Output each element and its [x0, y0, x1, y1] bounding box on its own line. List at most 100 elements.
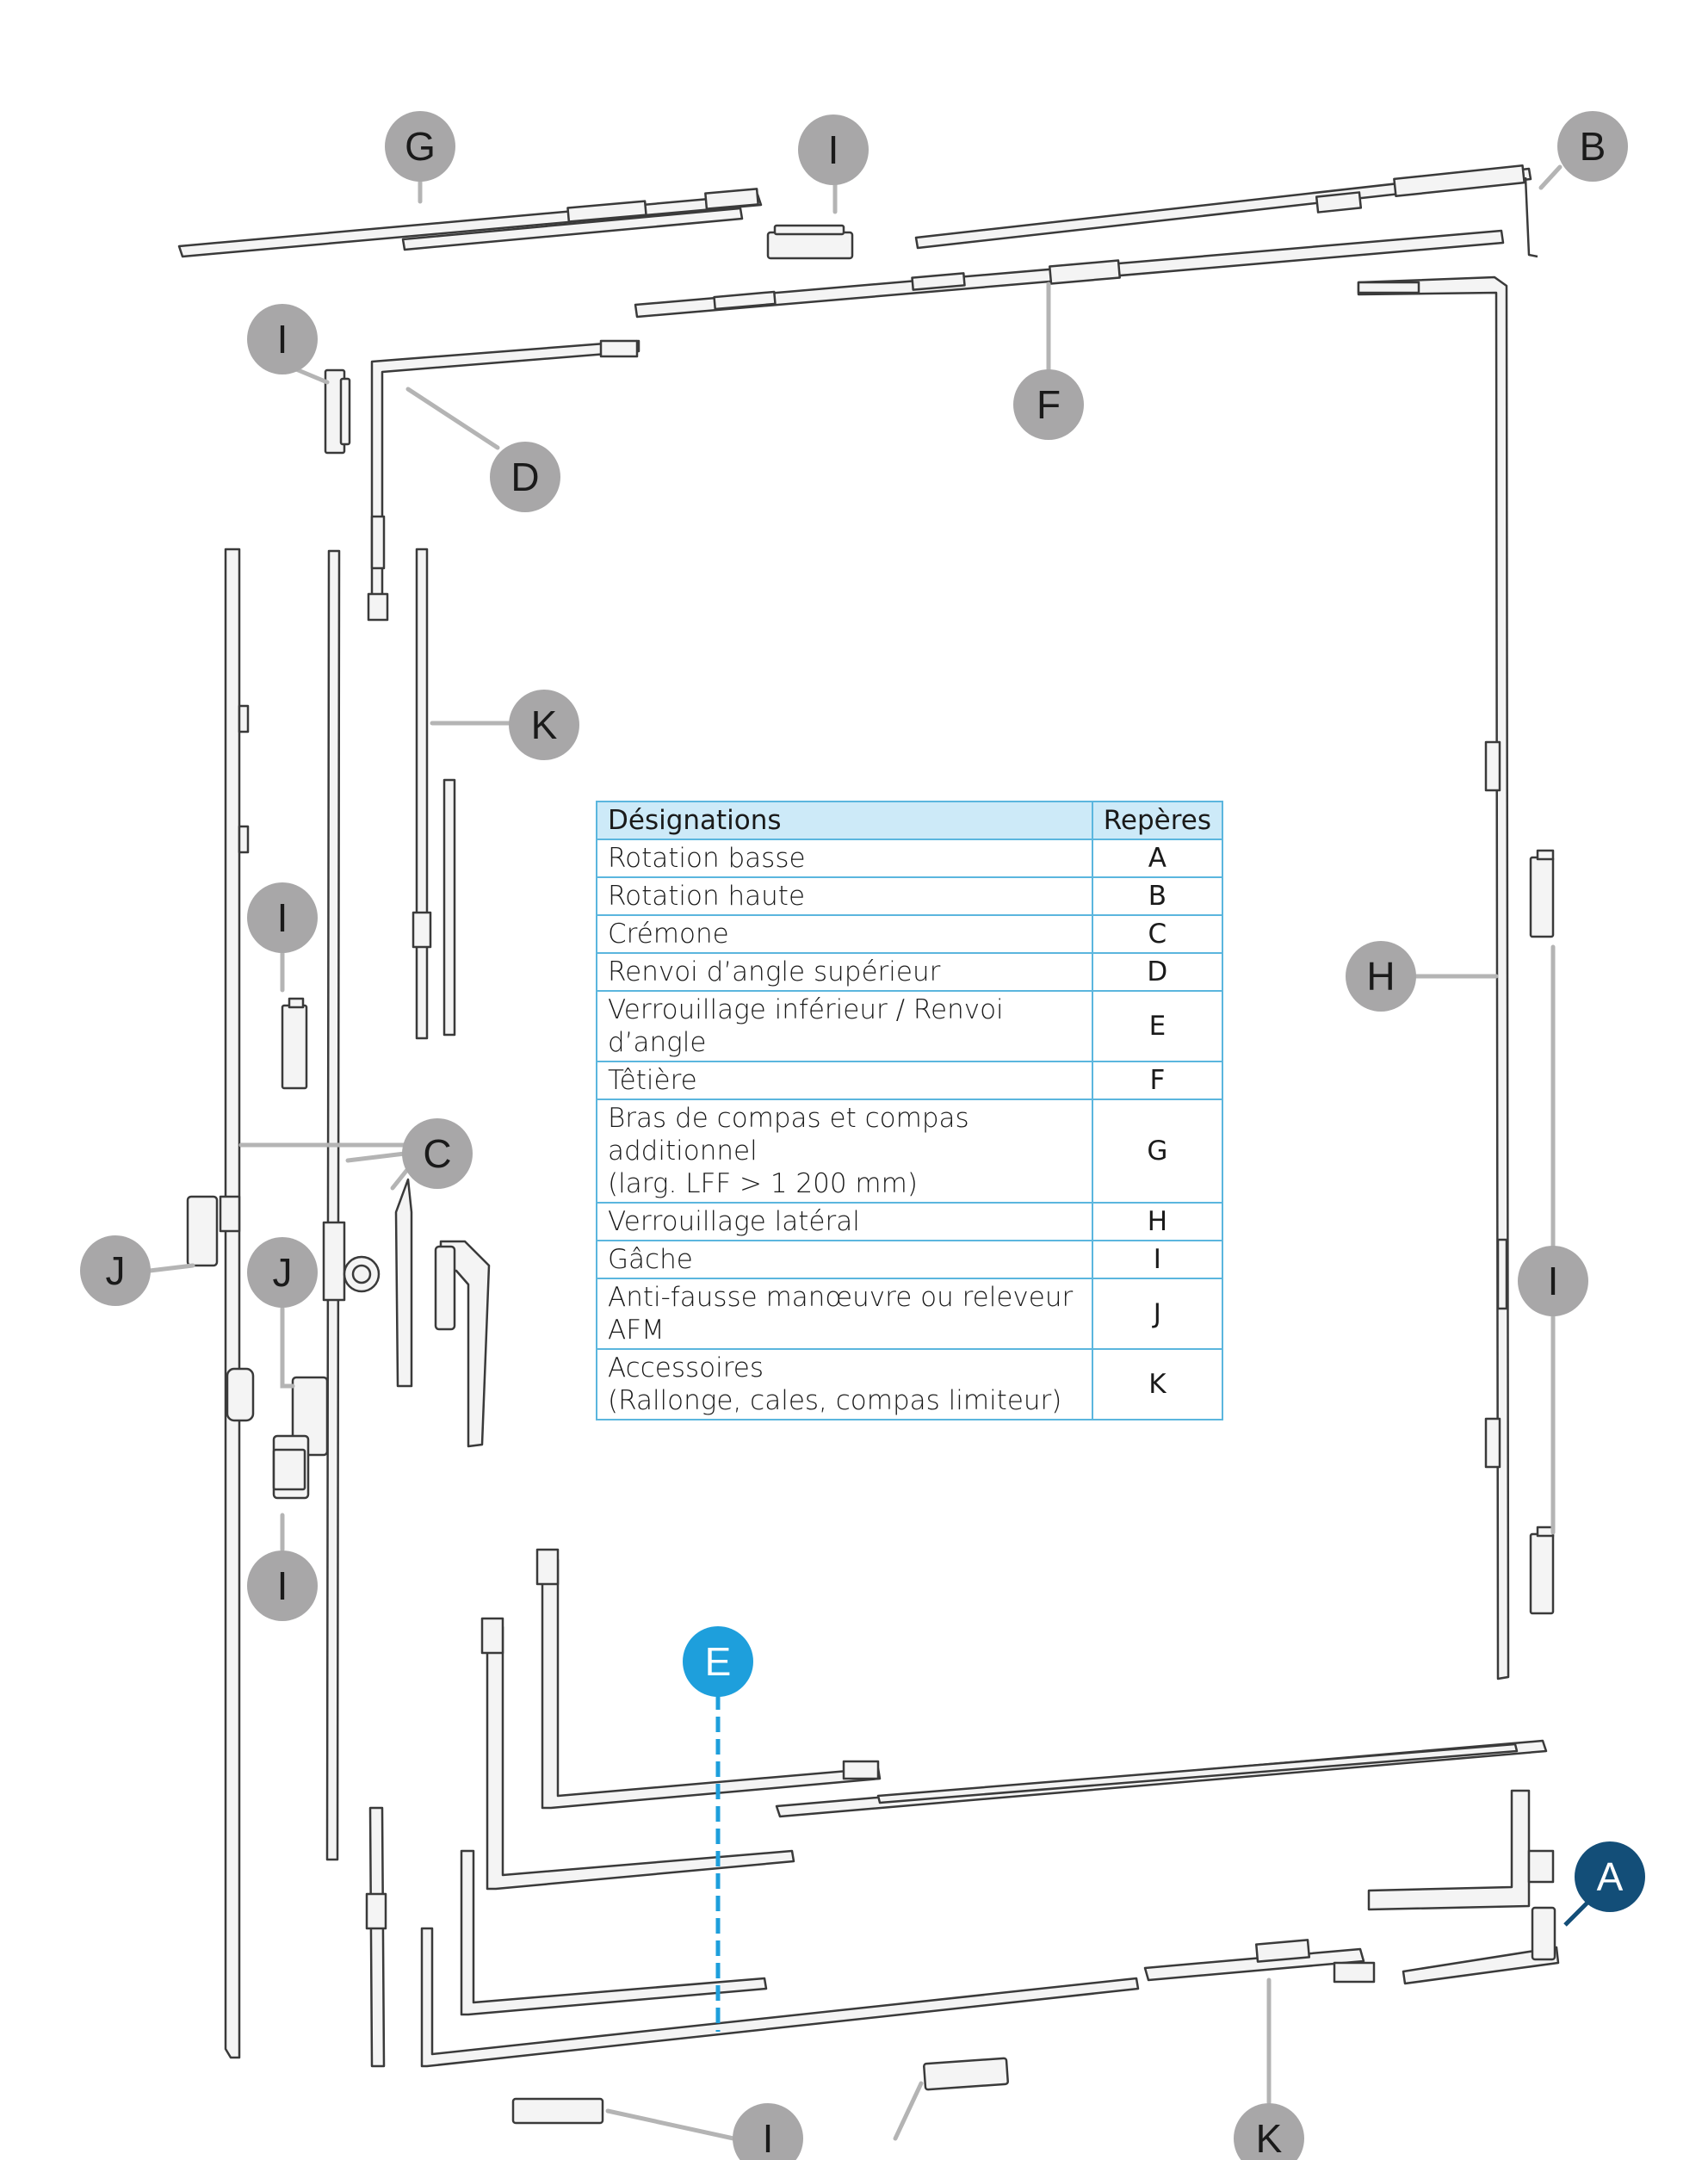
- svg-text:I: I: [828, 127, 839, 172]
- svg-text:I: I: [763, 2116, 774, 2160]
- striker-part-left-top: [324, 368, 351, 455]
- espagnolette-handle-plate: [394, 1178, 413, 1388]
- striker-part-right-bottom: [1529, 1526, 1555, 1615]
- legend-designation: Anti-fausse manœuvre ou releveur AFM: [596, 1278, 1093, 1350]
- callout-f: F: [1013, 369, 1084, 440]
- legend-designation: Verrouillage inférieur / Renvoi d’angle: [596, 990, 1093, 1062]
- svg-text:G: G: [405, 124, 436, 169]
- legend-table-container: Désignations Repères Rotation basse A Ro…: [596, 801, 1224, 1420]
- bottom-corner-drive-4: [420, 1927, 1140, 2068]
- legend-code: D: [1091, 952, 1224, 992]
- striker-part-bottom-left: [511, 2097, 604, 2125]
- table-row: Bras de compas et compas additionnel (la…: [596, 1099, 1224, 1204]
- bottom-corner-drive-2: [480, 1617, 795, 1891]
- legend-header-row: Désignations Repères: [596, 801, 1224, 840]
- callout-d: D: [490, 442, 560, 512]
- svg-text:K: K: [1256, 2116, 1283, 2160]
- callout-i-right: I: [1518, 1246, 1588, 1316]
- callout-j-left: J: [80, 1235, 151, 1306]
- anti-misoperation-part-left: [186, 1195, 219, 1267]
- legend-table: Désignations Repères Rotation basse A Ro…: [596, 801, 1224, 1420]
- striker-part-top: [766, 224, 854, 260]
- callout-i-top: I: [798, 114, 869, 185]
- side-lock-part: [1357, 275, 1510, 1680]
- legend-header-designation: Désignations: [596, 801, 1093, 840]
- callout-c: C: [402, 1118, 473, 1189]
- espagnolette-bar-2: [322, 549, 381, 1861]
- callout-g: G: [385, 111, 455, 182]
- striker-part-bottom-right: [923, 2057, 1009, 2091]
- striker-part-left-low: [272, 1448, 306, 1491]
- legend-designation: Renvoi d’angle supérieur: [596, 952, 1093, 992]
- callout-e: E: [683, 1626, 753, 1697]
- table-row: Crémone C: [596, 914, 1224, 954]
- legend-code: E: [1091, 990, 1224, 1062]
- svg-text:J: J: [106, 1248, 126, 1293]
- espagnolette-bar-1: [219, 548, 255, 2059]
- legend-designation-line1: Bras de compas et compas additionnel: [608, 1103, 969, 1167]
- legend-designation: Rotation haute: [596, 876, 1093, 916]
- bottom-bar: [775, 1739, 1548, 1818]
- legend-designation: Accessoires (Rallonge, cales, compas lim…: [596, 1348, 1093, 1420]
- legend-designation: Bras de compas et compas additionnel (la…: [596, 1099, 1093, 1204]
- top-pivot-part: [914, 164, 1538, 258]
- striker-part-right-top: [1529, 849, 1555, 938]
- window-handle: [434, 1240, 491, 1448]
- legend-code: G: [1091, 1099, 1224, 1204]
- svg-text:F: F: [1037, 382, 1061, 427]
- legend-designation-line1: Anti-fausse manœuvre ou releveur: [608, 1282, 1074, 1313]
- callout-i-mid: I: [247, 882, 318, 953]
- svg-text:K: K: [531, 702, 558, 747]
- legend-code: J: [1091, 1278, 1224, 1350]
- svg-text:I: I: [277, 895, 288, 940]
- callout-i-low: I: [247, 1550, 318, 1621]
- top-corner-drive-part: [367, 339, 640, 622]
- table-row: Anti-fausse manœuvre ou releveur AFM J: [596, 1278, 1224, 1350]
- table-row: Gâche I: [596, 1240, 1224, 1279]
- legend-designation: Gâche: [596, 1240, 1093, 1279]
- table-row: Accessoires (Rallonge, cales, compas lim…: [596, 1348, 1224, 1420]
- callout-k-bottom: K: [1234, 2103, 1304, 2160]
- svg-text:H: H: [1366, 954, 1395, 999]
- callout-h: H: [1346, 941, 1416, 1012]
- callout-k-top: K: [509, 690, 579, 760]
- legend-code: B: [1091, 876, 1224, 916]
- callout-j-mid: J: [247, 1237, 318, 1308]
- extension-accessory-left: [365, 1806, 387, 2068]
- legend-designation: Rotation basse: [596, 839, 1093, 878]
- table-row: Têtière F: [596, 1061, 1224, 1100]
- legend-designation-line1: Accessoires: [608, 1352, 764, 1383]
- compass-limiter-accessory: [1143, 1939, 1365, 1982]
- svg-text:D: D: [511, 455, 539, 499]
- legend-code: A: [1091, 839, 1224, 878]
- svg-text:B: B: [1580, 124, 1606, 169]
- bottom-corner-drive-3: [460, 1849, 768, 2016]
- callout-a: A: [1575, 1841, 1645, 1912]
- svg-text:I: I: [277, 317, 288, 362]
- table-row: Rotation basse A: [596, 839, 1224, 878]
- svg-text:C: C: [423, 1131, 451, 1176]
- extension-accessory-top: [412, 548, 456, 1040]
- legend-code: H: [1091, 1202, 1224, 1241]
- svg-text:I: I: [277, 1563, 288, 1608]
- table-row: Verrouillage latéral H: [596, 1202, 1224, 1241]
- striker-part-left-mid: [281, 997, 308, 1090]
- legend-designation-line2: AFM: [608, 1315, 665, 1346]
- table-row: Rotation haute B: [596, 876, 1224, 916]
- legend-code: C: [1091, 914, 1224, 954]
- callout-i-left: I: [247, 304, 318, 374]
- bottom-pivot-part: [1333, 1789, 1560, 1985]
- legend-designation-line2: (Rallonge, cales, compas limiteur): [608, 1385, 1062, 1416]
- svg-text:E: E: [705, 1639, 732, 1684]
- svg-text:A: A: [1597, 1854, 1624, 1899]
- legend-code: K: [1091, 1348, 1224, 1420]
- table-row: Renvoi d’angle supérieur D: [596, 952, 1224, 992]
- svg-text:I: I: [1548, 1259, 1559, 1303]
- callout-b: B: [1557, 111, 1628, 182]
- legend-code: I: [1091, 1240, 1224, 1279]
- legend-header-code: Repères: [1091, 801, 1224, 840]
- legend-code: F: [1091, 1061, 1224, 1100]
- legend-designation: Têtière: [596, 1061, 1093, 1100]
- callout-i-bottom: I: [733, 2103, 803, 2160]
